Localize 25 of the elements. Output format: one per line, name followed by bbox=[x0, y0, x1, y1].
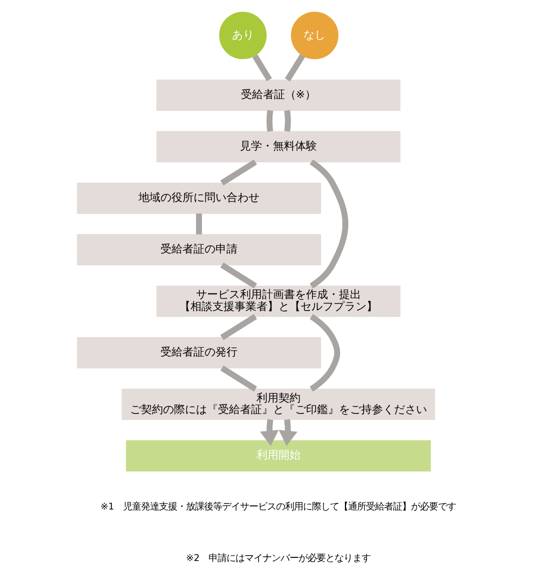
connector bbox=[310, 159, 348, 289]
connector bbox=[266, 110, 274, 132]
connector bbox=[284, 54, 306, 82]
connector bbox=[284, 110, 291, 132]
node-box: 受給者証の申請 bbox=[76, 234, 322, 266]
node-box: 利用契約 ご契約の際には『受給者証』と『ご印鑑』をご持参ください bbox=[122, 388, 436, 420]
label: ※1 児童発達支援・放課後等デイサービスの利用に際して【通所受給者証】が必要です bbox=[100, 502, 456, 513]
node-circle: あり bbox=[219, 12, 267, 60]
connector bbox=[220, 159, 257, 186]
node-box: 見学・無料体験 bbox=[156, 131, 400, 162]
arrow bbox=[260, 419, 279, 446]
connector bbox=[220, 262, 258, 289]
connector bbox=[252, 54, 272, 82]
arrow bbox=[278, 419, 298, 446]
node-box: 受給者証（※） bbox=[156, 80, 400, 111]
node-box: サービス利用計画書を作成・提出 【相談支援事業者】と【セルフプラン】 bbox=[156, 286, 400, 317]
node-box: 受給者証の発行 bbox=[76, 337, 322, 368]
node-circle: なし bbox=[290, 12, 338, 60]
connector bbox=[310, 314, 340, 392]
connector bbox=[220, 314, 257, 340]
label: ※2 申請にはマイナンバーが必要となります bbox=[186, 553, 371, 564]
connector bbox=[196, 214, 202, 234]
node-box: 地域の役所に問い合わせ bbox=[76, 182, 322, 214]
node-box: 利用開始 bbox=[126, 440, 431, 472]
connector bbox=[220, 366, 258, 392]
